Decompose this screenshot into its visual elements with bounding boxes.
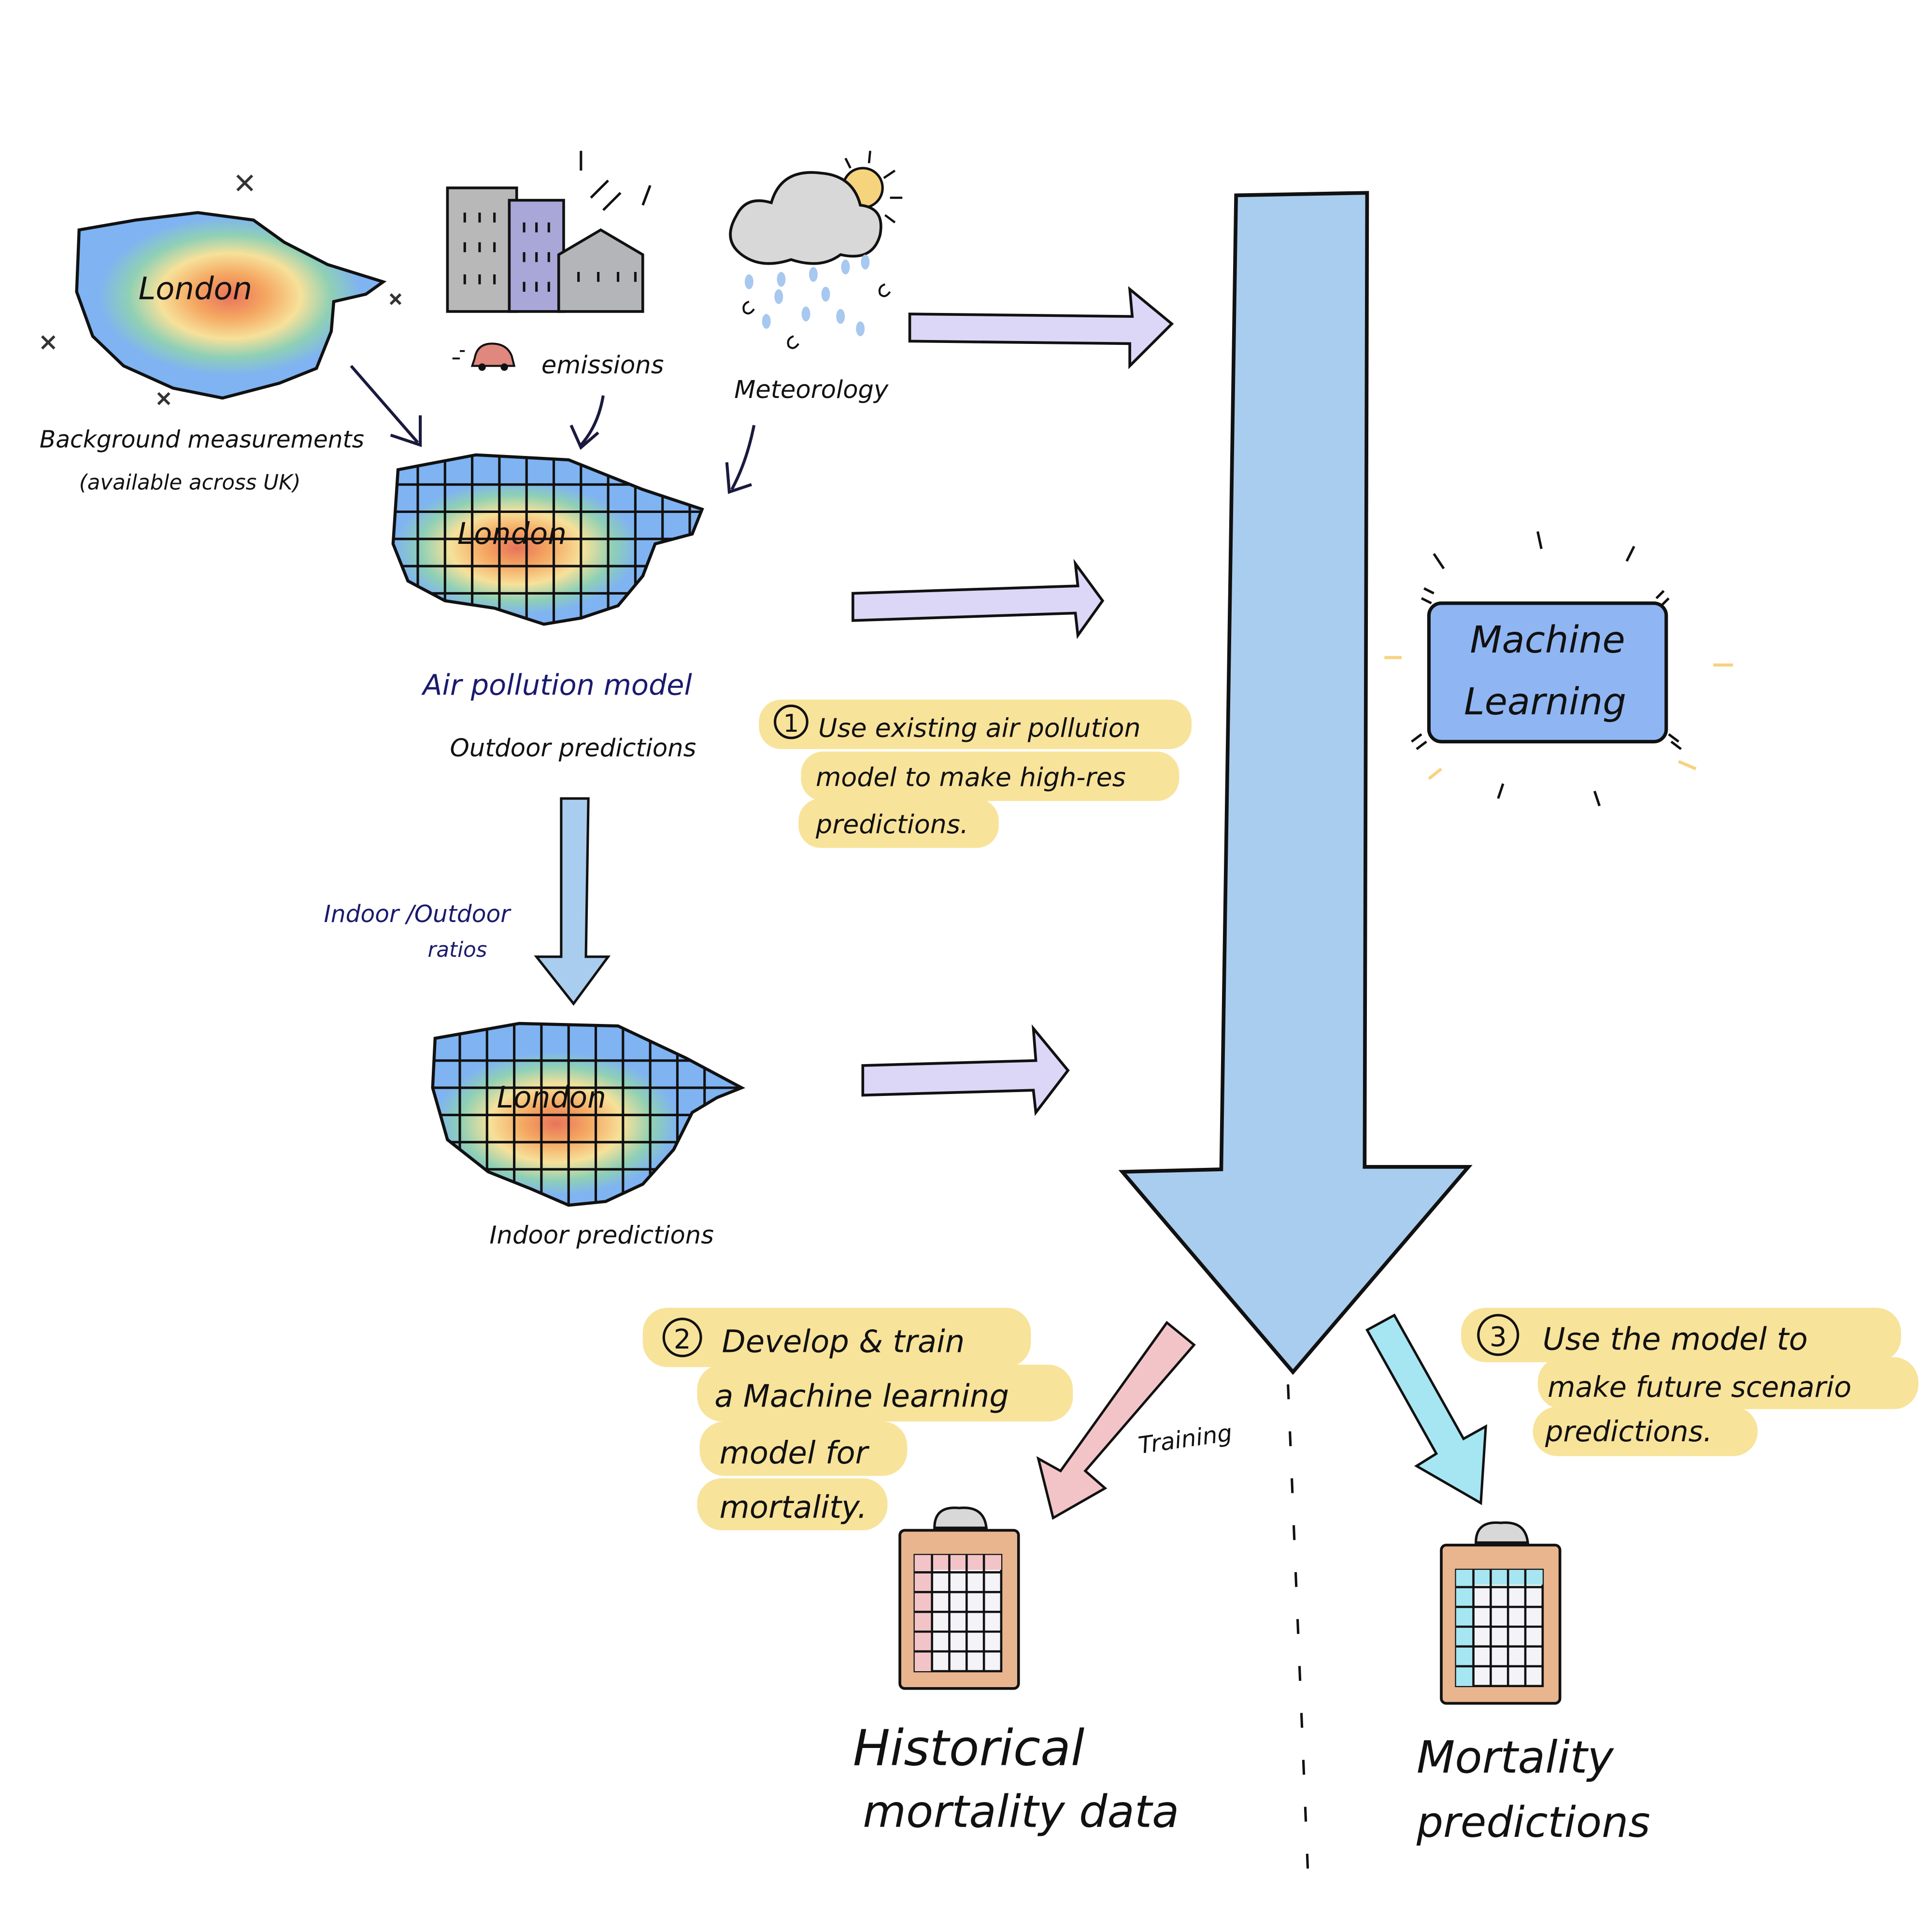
step-1-line1: Use existing air pollution [818,712,1140,743]
dashed-divider [1287,1384,1309,1869]
outdoor-grid [393,455,702,625]
ratio-arrow [534,797,611,1006]
step-2-note: 2 Develop & train a Machine learning mod… [642,1307,1073,1531]
step-1-number: 1 [783,709,799,738]
step-2-line3: model for [719,1435,869,1471]
ml-label-line1: Machine [1470,619,1625,662]
outdoor-caption: Outdoor predictions [450,734,696,763]
step-2-line1: Develop & train [722,1324,965,1360]
x-marker-icon [41,174,402,405]
background-map-label: London [139,271,253,307]
indoor-caption: Indoor predictions [489,1221,713,1250]
step-1-line2: model to make high-res [816,762,1126,793]
step-2-line4: mortality. [719,1490,867,1526]
step-1-line3: predictions. [815,809,968,839]
meteorology-to-ml-arrow [908,286,1174,369]
background-map-shape [75,211,387,400]
indoor-map-label: London [497,1080,606,1115]
step-2-line2: a Machine learning [714,1378,1009,1414]
step-3-line1: Use the model to [1543,1322,1808,1358]
background-caption-line1: Background measurements [40,426,364,453]
sparkle-ink-lines [1411,531,1682,807]
prediction-arrow [1365,1313,1487,1506]
rain-icon [742,255,891,349]
ratio-line1: Indoor /Outdoor [324,901,512,928]
emissions-caption: emissions [541,351,664,380]
step-3-number: 3 [1490,1321,1507,1353]
step-3-note: 3 Use the model to make future scenario … [1461,1307,1918,1456]
background-map: London [75,211,387,400]
indoor-map: London [431,1022,746,1207]
machine-learning-box: Machine Learning [1427,601,1668,744]
indoor-grid [432,1023,742,1206]
step-2-number: 2 [674,1324,691,1355]
ratio-line2: ratios [427,938,487,962]
step-1-note: 1 Use existing air pollution model to ma… [759,699,1192,848]
training-arrow [1036,1321,1196,1520]
cloud-icon [729,171,882,265]
indoor-to-ml-arrow [861,1024,1070,1116]
input-arrows [350,365,756,494]
step-3-line2: make future scenario [1548,1370,1851,1404]
predictions-line2: predictions [1416,1798,1650,1847]
outdoor-map: London [391,453,704,626]
car-icon [452,342,516,371]
outdoor-map-label: London [457,517,567,551]
ml-label-line2: Learning [1464,681,1626,724]
outdoor-to-ml-arrow [852,558,1105,639]
background-caption-line2: (available across UK) [79,470,301,495]
historical-line2: mortality data [863,1785,1179,1837]
historical-line1: Historical [853,1720,1084,1777]
clipboard-icon [898,1506,1020,1690]
main-flow-arrow [1118,191,1473,1375]
air-pollution-model-title: Air pollution model [421,668,692,701]
sparkle-lines-icon [1384,656,1733,780]
side-arrows [852,286,1174,1116]
step-3-line3: predictions. [1545,1415,1712,1448]
buildings-icon [446,151,652,313]
clipboard-icon [1440,1521,1562,1705]
predictions-line1: Mortality [1417,1731,1615,1783]
meteorology-caption: Meteorology [734,375,889,404]
training-label: Training [1136,1420,1234,1460]
